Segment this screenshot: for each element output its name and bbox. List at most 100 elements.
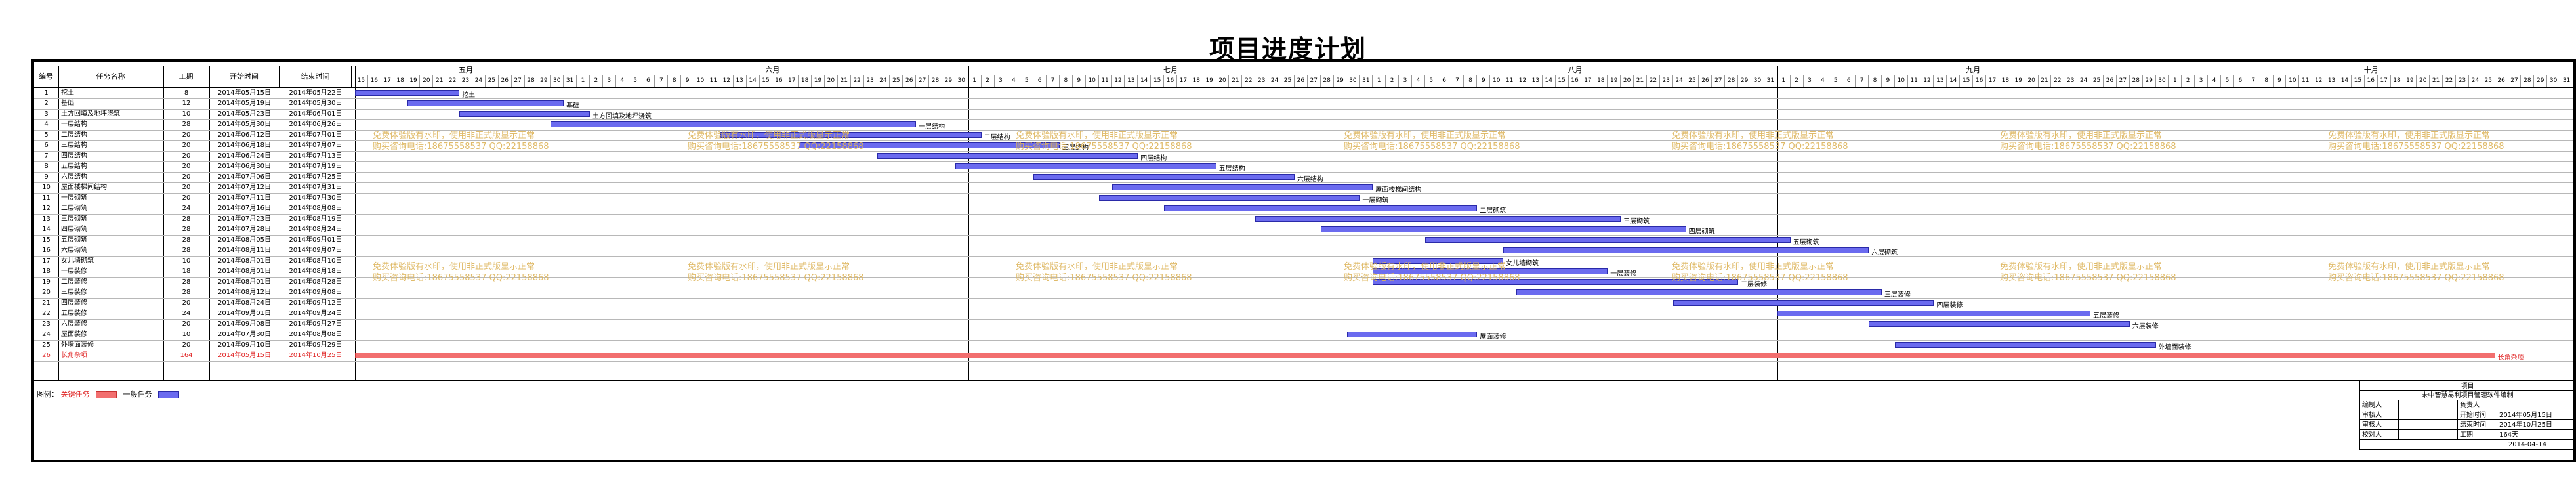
day-number: 28 <box>2521 75 2535 87</box>
info-date: 2014-04-14 <box>2359 440 2573 450</box>
task-end: 2014年07月25日 <box>289 173 343 181</box>
day-number: 8 <box>1060 75 1073 87</box>
day-number: 11 <box>2299 75 2313 87</box>
task-end: 2014年08月19日 <box>289 215 343 223</box>
watermark: 免费体验版有水印，使用非正式版显示正常购买咨询电话:18675558537 QQ… <box>2000 262 2176 283</box>
task-end: 2014年09月08日 <box>289 289 343 296</box>
day-number: 3 <box>1399 75 1412 87</box>
legend: 图例： 关键任务 一般任务 <box>37 389 183 399</box>
task-bar <box>1424 237 1791 243</box>
info-cell <box>2399 400 2458 410</box>
day-number: 10 <box>2286 75 2300 87</box>
day-number: 20 <box>420 75 434 87</box>
watermark: 免费体验版有水印，使用非正式版显示正常购买咨询电话:18675558537 QQ… <box>1344 262 1520 283</box>
day-number: 23 <box>459 75 472 87</box>
day-number: 8 <box>2260 75 2274 87</box>
task-end: 2014年09月29日 <box>289 341 343 349</box>
task-start: 2014年05月15日 <box>218 352 271 359</box>
day-number: 20 <box>825 75 838 87</box>
task-dur: 10 <box>182 331 191 338</box>
day-number: 31 <box>2560 75 2573 87</box>
day-number: 1 <box>1373 75 1386 87</box>
day-number: 3 <box>995 75 1008 87</box>
day-number: 20 <box>1216 75 1230 87</box>
day-number: 22 <box>2051 75 2065 87</box>
info-cell: 164天 <box>2497 430 2573 440</box>
header-duration: 工期 <box>163 66 209 88</box>
day-number: 21 <box>838 75 851 87</box>
gantt-grid <box>34 63 2573 381</box>
task-end: 2014年07月13日 <box>289 152 343 160</box>
month-label: 九月 <box>1966 66 1981 74</box>
task-bar-label: 基础 <box>566 102 580 110</box>
task-name: 长角杂项 <box>61 352 87 359</box>
task-bar-label: 三层结构 <box>1062 144 1089 152</box>
task-no: 26 <box>42 352 51 359</box>
task-name: 外墙面装修 <box>61 341 94 349</box>
day-number: 26 <box>1295 75 1308 87</box>
header-divider <box>34 87 2573 88</box>
task-bar <box>551 121 917 127</box>
day-number: 29 <box>537 75 551 87</box>
day-number: 25 <box>1686 75 1699 87</box>
day-number: 1 <box>968 75 982 87</box>
task-end: 2014年08月08日 <box>289 205 343 212</box>
task-dur: 20 <box>182 173 191 181</box>
day-number: 26 <box>2495 75 2508 87</box>
day-number: 29 <box>1738 75 1752 87</box>
day-number: 28 <box>1321 75 1334 87</box>
task-dur: 12 <box>182 100 191 107</box>
task-no: 17 <box>42 257 51 265</box>
task-bar <box>799 142 1060 148</box>
task-dur: 20 <box>182 142 191 149</box>
day-number: 6 <box>1842 75 1856 87</box>
day-number: 2 <box>1791 75 1804 87</box>
task-bar <box>1373 279 1739 285</box>
day-number: 13 <box>1529 75 1543 87</box>
day-number: 2 <box>590 75 603 87</box>
legend-normal-label: 一般任务 <box>123 390 152 398</box>
task-dur: 20 <box>182 152 191 160</box>
task-dur: 20 <box>182 341 191 349</box>
day-number: 15 <box>1556 75 1569 87</box>
task-dur: 28 <box>182 121 191 128</box>
task-no: 21 <box>42 299 51 307</box>
day-number: 7 <box>655 75 669 87</box>
info-cell <box>2497 400 2573 410</box>
day-number: 14 <box>1947 75 1961 87</box>
task-bar-label: 二层装修 <box>1741 281 1768 288</box>
day-number: 5 <box>1425 75 1438 87</box>
task-end: 2014年08月08日 <box>289 331 343 338</box>
day-number: 29 <box>2143 75 2156 87</box>
day-number: 4 <box>2208 75 2221 87</box>
info-cell: 结束时间 <box>2458 420 2497 430</box>
day-number: 1 <box>2169 75 2182 87</box>
task-no: 18 <box>42 268 51 275</box>
task-start: 2014年07月28日 <box>218 226 271 233</box>
task-dur: 28 <box>182 215 191 223</box>
day-number: 29 <box>942 75 955 87</box>
row-divider <box>34 98 2573 99</box>
month-label: 五月 <box>459 66 474 74</box>
day-number: 31 <box>1360 75 1373 87</box>
day-number: 12 <box>1516 75 1529 87</box>
task-name: 三层结构 <box>61 142 87 149</box>
task-start: 2014年07月06日 <box>218 173 271 181</box>
task-end: 2014年06月26日 <box>289 121 343 128</box>
day-number: 9 <box>1477 75 1491 87</box>
day-number: 30 <box>2156 75 2169 87</box>
task-end: 2014年07月19日 <box>289 163 343 170</box>
task-start: 2014年07月11日 <box>218 194 271 202</box>
day-number: 14 <box>1543 75 1556 87</box>
task-end: 2014年09月01日 <box>289 236 343 244</box>
task-name: 五层砌筑 <box>61 236 87 244</box>
task-start: 2014年08月01日 <box>218 278 271 286</box>
day-number: 17 <box>785 75 799 87</box>
day-number: 26 <box>903 75 917 87</box>
task-dur: 8 <box>184 89 189 96</box>
watermark: 免费体验版有水印，使用非正式版显示正常购买咨询电话:18675558537 QQ… <box>1672 131 1848 152</box>
day-number: 25 <box>486 75 499 87</box>
task-name: 土方回填及地坪浇筑 <box>61 110 120 118</box>
task-name: 一层装修 <box>61 268 87 275</box>
day-number: 30 <box>2547 75 2561 87</box>
